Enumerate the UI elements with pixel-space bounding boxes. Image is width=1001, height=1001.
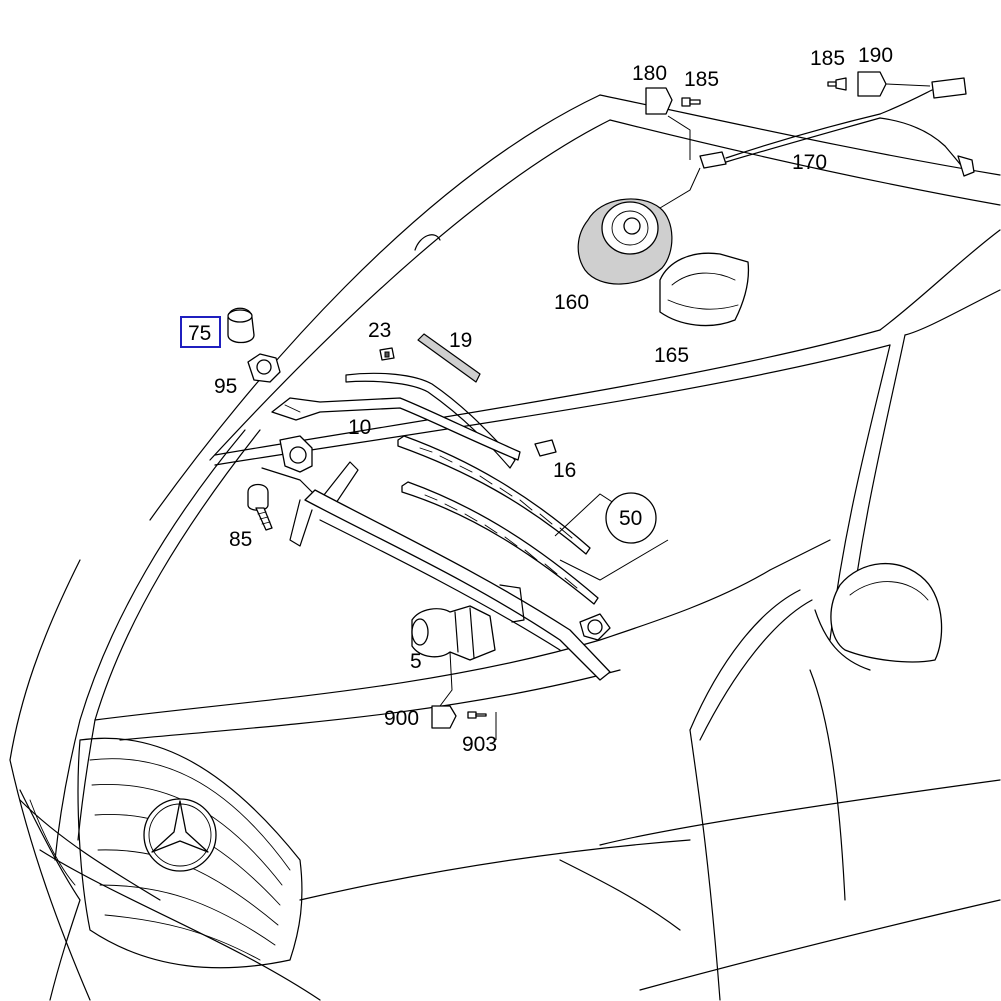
part-connector-185-190 xyxy=(827,71,887,97)
label-180: 180 xyxy=(632,62,667,85)
leader-lines xyxy=(439,83,931,740)
label-23: 23 xyxy=(368,319,391,342)
part-cap xyxy=(227,307,255,344)
label-75: 75 xyxy=(188,322,211,345)
part-nut xyxy=(247,353,281,383)
part-rain-sensor xyxy=(577,198,673,285)
label-5: 5 xyxy=(410,650,422,673)
label-900: 900 xyxy=(384,707,419,730)
label-170: 170 xyxy=(792,151,827,174)
label-95: 95 xyxy=(214,375,237,398)
part-bolt xyxy=(247,483,273,531)
part-wiper-arm-cover xyxy=(345,372,557,469)
label-190: 190 xyxy=(858,44,893,67)
highlight-box-75 xyxy=(180,316,221,348)
part-wiper-arm xyxy=(271,397,521,461)
label-903: 903 xyxy=(462,733,497,756)
label-19: 19 xyxy=(449,329,472,352)
part-cable-harness xyxy=(699,77,975,177)
label-165: 165 xyxy=(654,344,689,367)
callout-circle-50 xyxy=(605,492,657,544)
part-wiper-linkage-motor xyxy=(261,435,611,681)
part-wiper-insert xyxy=(417,333,481,383)
label-185-left: 185 xyxy=(684,68,719,91)
label-16: 16 xyxy=(553,459,576,482)
part-wiper-blades xyxy=(397,435,599,605)
label-85: 85 xyxy=(229,528,252,551)
part-sensor-cover xyxy=(659,252,750,327)
callout-labels: 180 185 185 190 170 160 165 75 95 23 19 … xyxy=(188,44,893,756)
label-10: 10 xyxy=(348,416,371,439)
part-clip xyxy=(379,347,395,361)
label-185-right: 185 xyxy=(810,47,845,70)
part-connector-900-903 xyxy=(431,705,487,729)
vehicle-outline xyxy=(9,94,1001,1001)
part-connector-180-185 xyxy=(645,87,701,115)
label-160: 160 xyxy=(554,291,589,314)
label-50: 50 xyxy=(619,507,642,530)
